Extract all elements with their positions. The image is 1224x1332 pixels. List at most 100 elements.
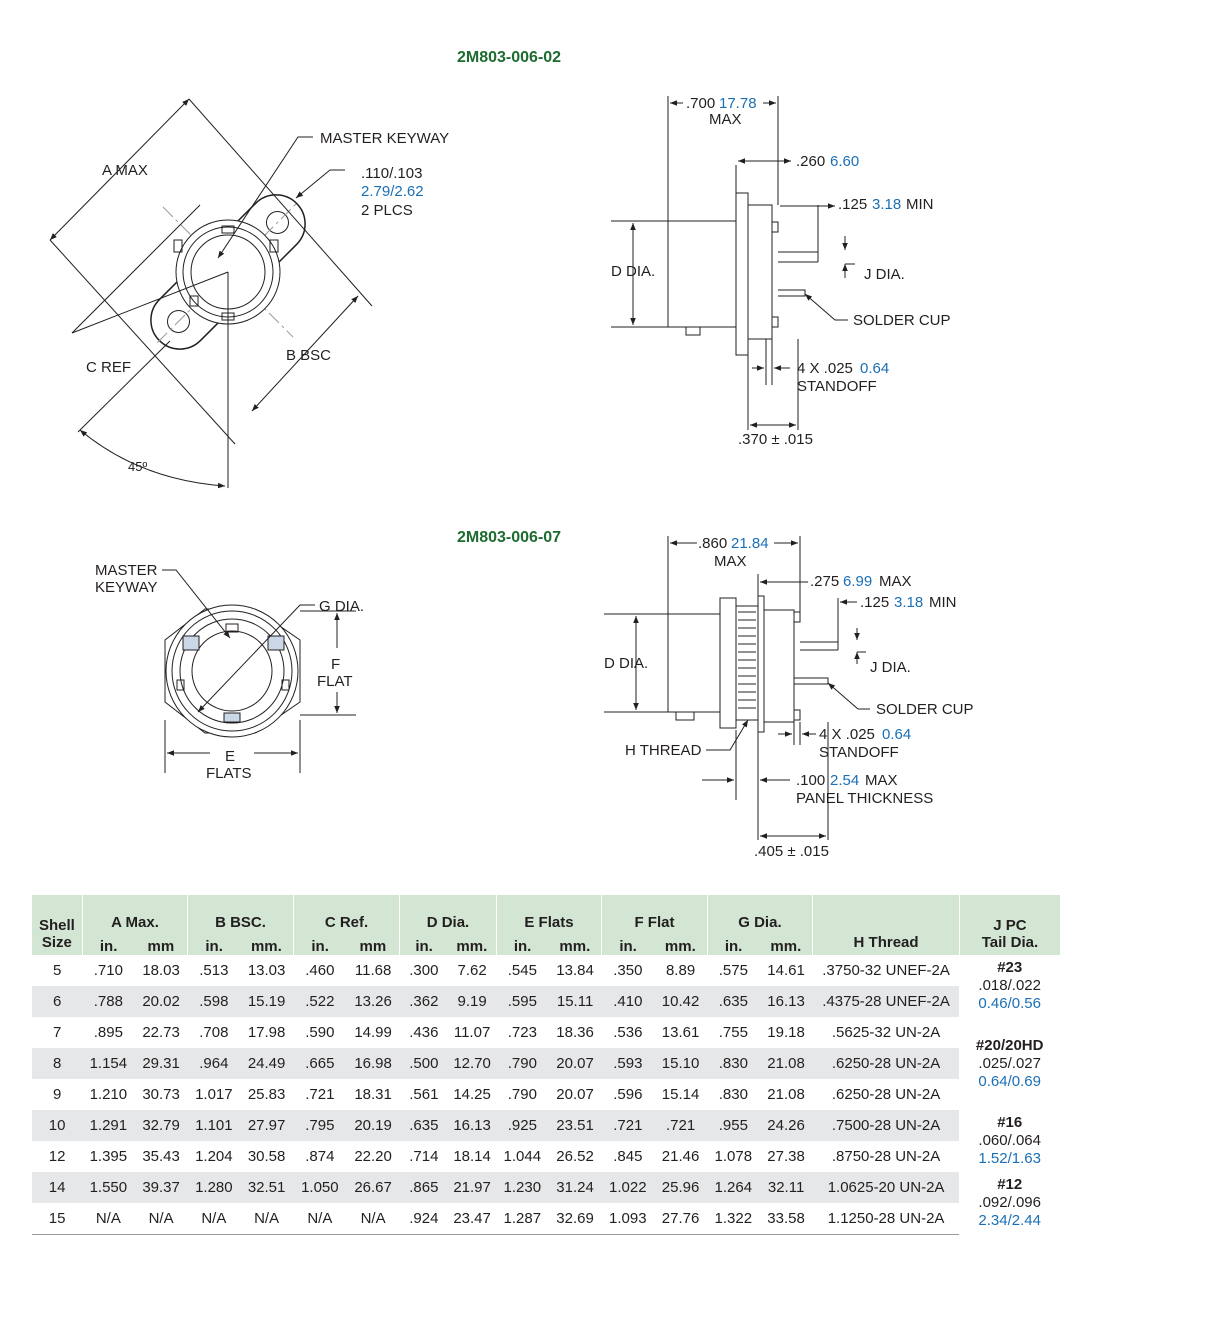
label-standoff: STANDOFF bbox=[797, 378, 877, 395]
table-cell: .788 bbox=[82, 986, 135, 1017]
front-view-07 bbox=[162, 569, 356, 773]
dim-125-in: .125 bbox=[838, 196, 867, 213]
table-cell: 18.03 bbox=[134, 955, 188, 986]
table-cell: 23.47 bbox=[447, 1203, 497, 1235]
table-cell: .723 bbox=[496, 1017, 549, 1048]
table-cell: .895 bbox=[82, 1017, 135, 1048]
table-cell: 5 bbox=[32, 955, 83, 986]
label-flat: FLAT bbox=[317, 673, 353, 690]
table-cell: .635 bbox=[399, 1110, 448, 1141]
table-cell: .795 bbox=[293, 1110, 347, 1141]
j-tail-in: .018/.022 bbox=[978, 977, 1041, 994]
table-cell: 32.51 bbox=[239, 1172, 294, 1203]
table-cell: N/A bbox=[82, 1203, 135, 1235]
sub-header: mm bbox=[134, 931, 188, 955]
j-tail-size: #12 bbox=[997, 1176, 1023, 1194]
table-cell: .590 bbox=[293, 1017, 347, 1048]
table-cell: 12 bbox=[32, 1141, 83, 1172]
table-cell: 22.73 bbox=[134, 1017, 188, 1048]
sub-header: mm. bbox=[653, 931, 708, 955]
table-cell: .708 bbox=[187, 1017, 240, 1048]
drawing-title-07: 2M803-006-07 bbox=[457, 529, 562, 546]
sub-header: mm. bbox=[759, 931, 813, 955]
table-cell: 1.395 bbox=[82, 1141, 135, 1172]
dim-panel-max: MAX bbox=[865, 772, 898, 789]
j-tail-in: .092/.096 bbox=[978, 1194, 1041, 1212]
table-cell: .665 bbox=[293, 1048, 347, 1079]
table-cell: .6250-28 UN-2A bbox=[812, 1048, 960, 1079]
table-cell: 1.280 bbox=[187, 1172, 240, 1203]
table-cell: 27.38 bbox=[759, 1141, 813, 1172]
sub-header: mm bbox=[346, 931, 400, 955]
table-cell: .865 bbox=[399, 1172, 448, 1203]
table-cell: .790 bbox=[496, 1048, 549, 1079]
dim-panel-mm: 2.54 bbox=[830, 772, 859, 789]
label-a-max: A MAX bbox=[102, 162, 148, 179]
sub-header: in. bbox=[495, 931, 549, 955]
label-panel-thickness: PANEL THICKNESS bbox=[796, 790, 933, 807]
dim-700-in: .700 bbox=[686, 95, 715, 112]
table-cell: .635 bbox=[707, 986, 760, 1017]
label-hole-count: 2 PLCS bbox=[361, 202, 413, 219]
table-cell: .593 bbox=[601, 1048, 654, 1079]
table-cell: 10.42 bbox=[653, 986, 708, 1017]
table-cell: .596 bbox=[601, 1079, 654, 1110]
table-cell: .830 bbox=[707, 1079, 760, 1110]
table-cell: 1.154 bbox=[82, 1048, 135, 1079]
j-tail-mm: 1.52/1.63 bbox=[978, 1150, 1041, 1167]
dim-275-in: .275 bbox=[810, 573, 839, 590]
table-cell: 15.11 bbox=[548, 986, 602, 1017]
sub-header: in. bbox=[292, 931, 347, 955]
table-cell: 26.52 bbox=[548, 1141, 602, 1172]
table-cell: 32.69 bbox=[548, 1203, 602, 1235]
table-cell: 9.19 bbox=[447, 986, 497, 1017]
dim-700-mm: 17.78 bbox=[719, 95, 757, 112]
table-cell: .561 bbox=[399, 1079, 448, 1110]
label2-standoff: STANDOFF bbox=[819, 744, 899, 761]
header-a-max: A Max. bbox=[81, 895, 188, 931]
table-cell: .830 bbox=[707, 1048, 760, 1079]
dim-275-mm: 6.99 bbox=[843, 573, 872, 590]
table-cell: 1.322 bbox=[707, 1203, 760, 1235]
table-cell: 15.19 bbox=[239, 986, 294, 1017]
table-cell: 22.20 bbox=[346, 1141, 400, 1172]
table-cell: 6 bbox=[32, 986, 83, 1017]
table-cell: 8.89 bbox=[653, 955, 708, 986]
table-cell: 33.58 bbox=[759, 1203, 813, 1235]
dim2-125-min: MIN bbox=[929, 594, 957, 611]
table-cell: .300 bbox=[399, 955, 448, 986]
dim-standoff-mm: 0.64 bbox=[860, 360, 889, 377]
label2-d-dia: D DIA. bbox=[604, 655, 648, 672]
table-cell: 1.044 bbox=[496, 1141, 549, 1172]
label-b-bsc: B BSC bbox=[286, 347, 331, 364]
dim-275-max: MAX bbox=[879, 573, 912, 590]
table-cell: .925 bbox=[496, 1110, 549, 1141]
table-cell: 18.36 bbox=[548, 1017, 602, 1048]
table-cell: .410 bbox=[601, 986, 654, 1017]
dim2-125-mm: 3.18 bbox=[894, 594, 923, 611]
table-cell: 1.230 bbox=[496, 1172, 549, 1203]
label-g-dia: G DIA. bbox=[319, 598, 364, 615]
label-d-dia: D DIA. bbox=[611, 263, 655, 280]
table-cell: .522 bbox=[293, 986, 347, 1017]
table-cell: 20.07 bbox=[548, 1048, 602, 1079]
table-cell: .595 bbox=[496, 986, 549, 1017]
table-cell: 16.98 bbox=[346, 1048, 400, 1079]
sub-header: mm. bbox=[447, 931, 497, 955]
table-cell: 1.078 bbox=[707, 1141, 760, 1172]
table-cell: 26.67 bbox=[346, 1172, 400, 1203]
sub-header: in. bbox=[706, 931, 760, 955]
table-cell: 14.99 bbox=[346, 1017, 400, 1048]
table-cell: 18.31 bbox=[346, 1079, 400, 1110]
header-b-bsc: B BSC. bbox=[187, 895, 294, 931]
table-cell: .721 bbox=[293, 1079, 347, 1110]
dim-260-mm: 6.60 bbox=[830, 153, 859, 170]
